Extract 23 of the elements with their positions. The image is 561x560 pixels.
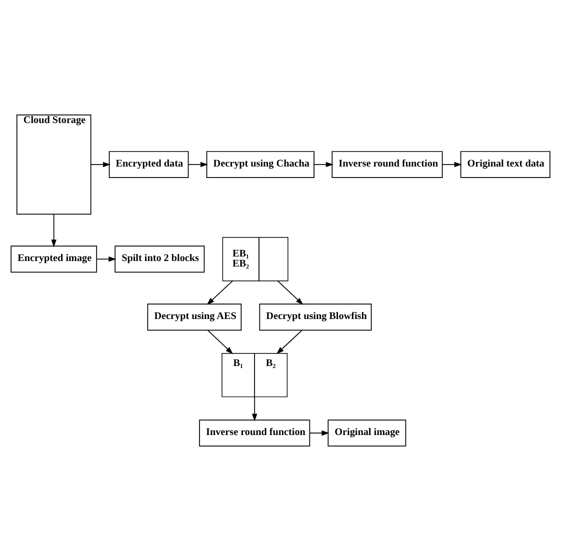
arrow xyxy=(442,161,462,167)
arrow xyxy=(90,161,111,167)
node-box: Original text data xyxy=(460,150,550,178)
node-box: Spilt into 2 blocks xyxy=(114,245,205,272)
node-box: Cloud Storage xyxy=(16,114,92,214)
arrow xyxy=(96,256,116,262)
node-box: Original image xyxy=(328,419,406,446)
arrow xyxy=(188,161,208,167)
node-box: Decrypt using AES xyxy=(147,303,242,330)
arrow xyxy=(277,280,304,304)
arrow xyxy=(51,213,56,247)
arrow xyxy=(309,430,330,436)
node-box: Encrypted data xyxy=(108,150,189,178)
node-box: Decrypt using Blowfish xyxy=(259,303,372,330)
arrow xyxy=(207,329,234,354)
node-box: Encrypted image xyxy=(10,245,98,272)
node-box: Inverse round function xyxy=(199,419,310,446)
arrow xyxy=(314,161,334,167)
arrow xyxy=(276,329,302,354)
node-box: Decrypt using Chacha xyxy=(206,150,314,178)
arrow xyxy=(252,396,258,421)
node-box: Inverse round function xyxy=(332,150,443,178)
arrow xyxy=(206,280,234,304)
